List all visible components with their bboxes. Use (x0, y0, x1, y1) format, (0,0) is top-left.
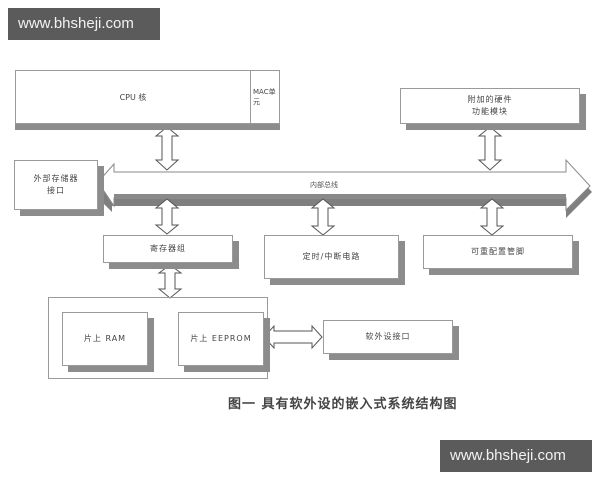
external-memory-interface: 外部存储器 接口 (14, 160, 98, 210)
arrow-cpu-bus (154, 126, 180, 171)
watermark-bottom: www.bhsheji.com (440, 440, 592, 472)
arrow-hw-bus (477, 126, 503, 171)
arrow-bus-register (154, 198, 180, 235)
onchip-memory-group (48, 297, 268, 379)
configurable-pins-label: 可重配置管脚 (471, 247, 525, 256)
configurable-pins: 可重配置管脚 (423, 235, 573, 269)
ext-mem-line2: 接口 (47, 186, 65, 195)
cpu-core-label: CPU 核 (119, 92, 147, 102)
ext-mem-line1: 外部存储器 (33, 174, 79, 183)
onchip-ram: 片上 RAM (62, 312, 148, 366)
arrow-register-memory (157, 264, 183, 299)
register-group: 寄存器组 (103, 235, 233, 263)
onchip-ram-label: 片上 RAM (83, 334, 127, 343)
mac-unit-label: MAC单元 (250, 71, 280, 123)
internal-bus-arrow (97, 158, 592, 218)
watermark-top: www.bhsheji.com (8, 8, 160, 40)
timer-interrupt-label: 定时/中断电路 (302, 252, 361, 261)
internal-bus-label: 内部总线 (310, 181, 338, 189)
register-group-label: 寄存器组 (150, 244, 186, 253)
additional-hw-module: 附加的硬件 功能模块 (400, 88, 580, 124)
diagram-caption: 图一 具有软外设的嵌入式系统结构图 (228, 397, 458, 412)
additional-hw-line1: 附加的硬件 (467, 95, 513, 104)
onchip-eeprom: 片上 EEPROM (178, 312, 264, 366)
cpu-block: CPU 核 MAC单元 (15, 70, 280, 124)
soft-peripheral-interface: 软外设接口 (323, 320, 453, 354)
arrow-eeprom-softif (263, 324, 323, 350)
onchip-eeprom-label: 片上 EEPROM (190, 334, 252, 343)
soft-peripheral-label: 软外设接口 (365, 332, 411, 341)
additional-hw-line2: 功能模块 (472, 107, 508, 116)
timer-interrupt-circuit: 定时/中断电路 (264, 235, 399, 279)
